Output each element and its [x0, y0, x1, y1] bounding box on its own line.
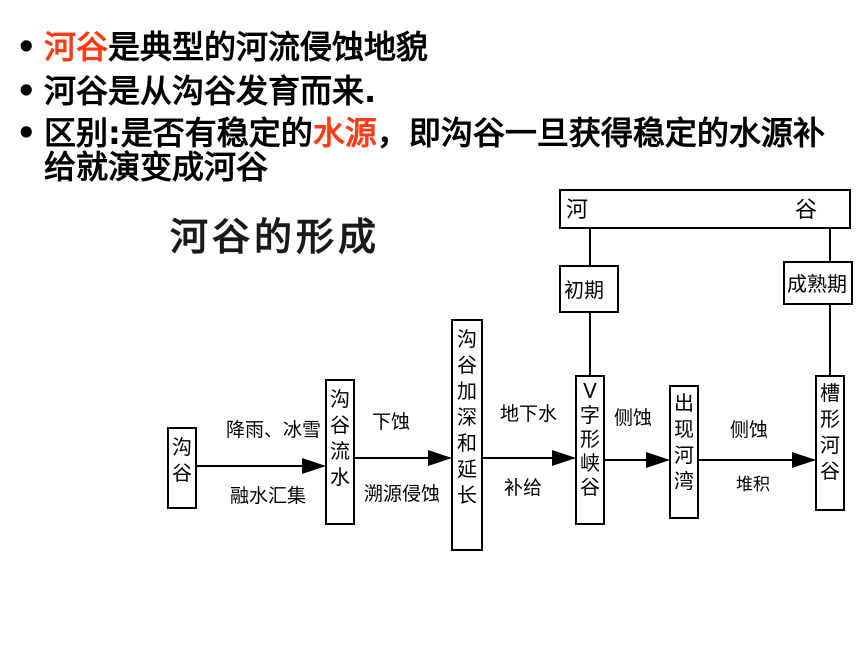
edge-label-above: 侧蚀	[614, 407, 652, 429]
diagram-title: 河谷的形成	[170, 215, 381, 259]
top-box-left: 河	[566, 198, 588, 223]
bullet-dot: •	[16, 72, 37, 110]
bullet-text: 是典型的河流侵蚀地貌	[108, 28, 429, 66]
bullet-dot: •	[16, 114, 37, 152]
bullet-text: ，即沟谷一旦获得稳定的水源补给就演变成河谷	[44, 114, 825, 186]
stage-mature-box	[783, 261, 853, 305]
node-label: 沟谷	[172, 435, 192, 485]
node-meander	[669, 385, 699, 519]
edge-label-above: 降雨、冰雪	[226, 419, 321, 441]
node-deepen	[451, 319, 483, 551]
node-label: 沟谷加深和延长	[457, 327, 477, 507]
bullet-text: 河谷是从沟谷发育而来.	[44, 72, 377, 110]
river-valley-box	[559, 189, 851, 229]
highlight-term: 水源	[312, 114, 377, 152]
bullet-text: 区别:是否有稳定的	[44, 114, 313, 152]
bullet-list: • 河谷是典型的河流侵蚀地貌 • 河谷是从沟谷发育而来. • 区别:是否有稳定的…	[14, 28, 844, 184]
stage-mature-label: 成熟期	[787, 272, 847, 296]
bullet-3: • 区别:是否有稳定的水源，即沟谷一旦获得稳定的水源补给就演变成河谷	[14, 116, 844, 184]
stage-early-label: 初期	[564, 278, 604, 302]
stage-early-box	[559, 265, 619, 313]
bullet-1: • 河谷是典型的河流侵蚀地貌	[14, 28, 844, 66]
node-trough-valley	[815, 375, 845, 511]
edge-label-below: 融水汇集	[230, 485, 306, 507]
node-label: 槽形河谷	[820, 381, 840, 483]
bullet-2: • 河谷是从沟谷发育而来.	[14, 72, 844, 110]
node-gully	[167, 427, 197, 509]
highlight-term: 河谷	[44, 28, 109, 66]
edge-label-above: 地下水	[500, 403, 557, 425]
edge-label-below: 溯源侵蚀	[364, 483, 440, 505]
top-box-right: 谷	[795, 198, 817, 223]
node-gully-flow	[325, 379, 355, 525]
edge-label-above: 下蚀	[372, 411, 410, 433]
edge-label-below: 堆积	[736, 475, 770, 495]
edge-label-below: 补给	[504, 477, 542, 499]
bullet-dot: •	[16, 28, 37, 66]
node-label: 出现河湾	[674, 391, 694, 493]
edge-label-above: 侧蚀	[730, 419, 768, 441]
node-label: 沟谷流水	[330, 387, 350, 489]
node-v-valley	[575, 375, 605, 525]
